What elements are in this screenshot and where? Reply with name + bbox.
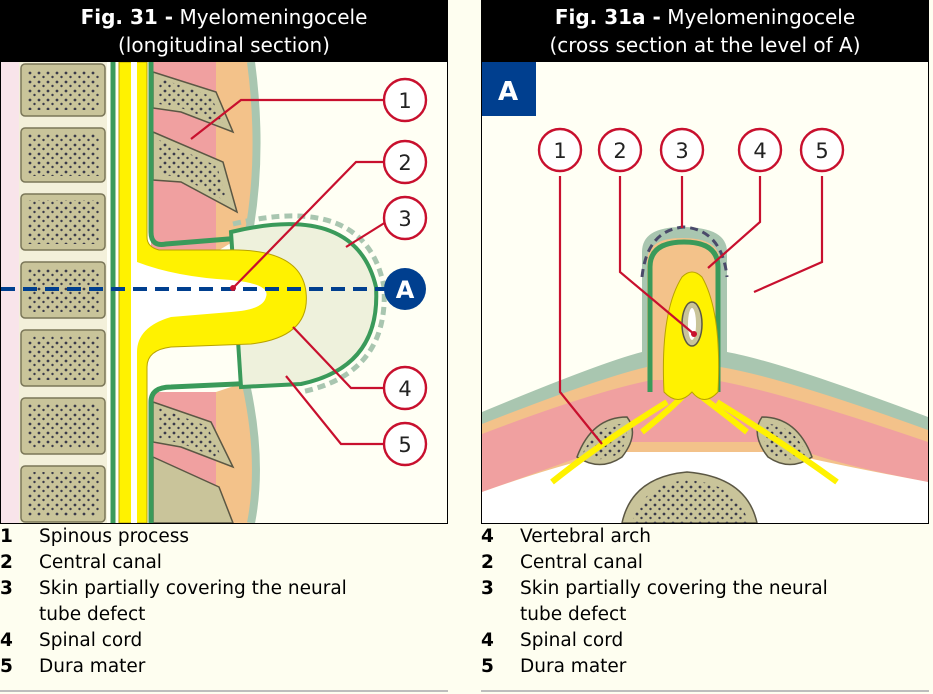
- spinal-cord: [662, 271, 720, 400]
- callout-4: 4: [382, 365, 428, 411]
- callout-3: 3: [659, 127, 705, 173]
- figure-31a-panel: Fig. 31a - Myelomeningocele (cross secti…: [481, 0, 929, 692]
- figure-31-subtitle: (longitudinal section): [118, 33, 330, 57]
- figure-31a-name: Myelomeningocele: [667, 5, 856, 29]
- svg-text:1: 1: [398, 89, 411, 113]
- callout-1: 1: [382, 77, 428, 123]
- callout-2: 2: [382, 139, 428, 185]
- svg-text:2: 2: [613, 139, 626, 163]
- callout-1: 1: [537, 127, 583, 173]
- section-marker-a: A: [384, 268, 426, 310]
- figure-31-name: Myelomeningocele: [179, 5, 368, 29]
- svg-text:3: 3: [675, 139, 688, 163]
- figure-31a-illustration: A: [481, 62, 929, 524]
- vertebral-bodies: [19, 62, 107, 523]
- svg-text:A: A: [396, 276, 415, 304]
- callout-3: 3: [382, 195, 428, 241]
- callout-5: 5: [382, 421, 428, 467]
- divider: [481, 690, 929, 692]
- svg-text:3: 3: [398, 207, 411, 231]
- callout-4: 4: [737, 127, 783, 173]
- divider: [0, 690, 448, 692]
- section-tag-a: A: [482, 62, 536, 116]
- figure-31a-title: Fig. 31a - Myelomeningocele (cross secti…: [481, 0, 929, 62]
- svg-text:5: 5: [398, 433, 411, 457]
- svg-text:A: A: [498, 77, 518, 107]
- figure-31-panel: Fig. 31 - Myelomeningocele (longitudinal…: [0, 0, 448, 692]
- svg-text:1: 1: [553, 139, 566, 163]
- svg-text:4: 4: [753, 139, 766, 163]
- figure-31-title: Fig. 31 - Myelomeningocele (longitudinal…: [0, 0, 448, 62]
- cross-section-diagram: A: [482, 62, 928, 523]
- figure-31a-label: Fig. 31a -: [554, 5, 661, 29]
- figure-31a-subtitle: (cross section at the level of A): [549, 33, 861, 57]
- svg-text:4: 4: [398, 377, 411, 401]
- longitudinal-section-diagram: 1 2 3 4 5 A: [1, 62, 447, 523]
- svg-text:5: 5: [815, 139, 828, 163]
- svg-text:2: 2: [398, 151, 411, 175]
- callout-2: 2: [597, 127, 643, 173]
- callout-5: 5: [799, 127, 845, 173]
- figure-31-label: Fig. 31 -: [80, 5, 174, 29]
- figure-31-illustration: 1 2 3 4 5 A: [0, 62, 448, 524]
